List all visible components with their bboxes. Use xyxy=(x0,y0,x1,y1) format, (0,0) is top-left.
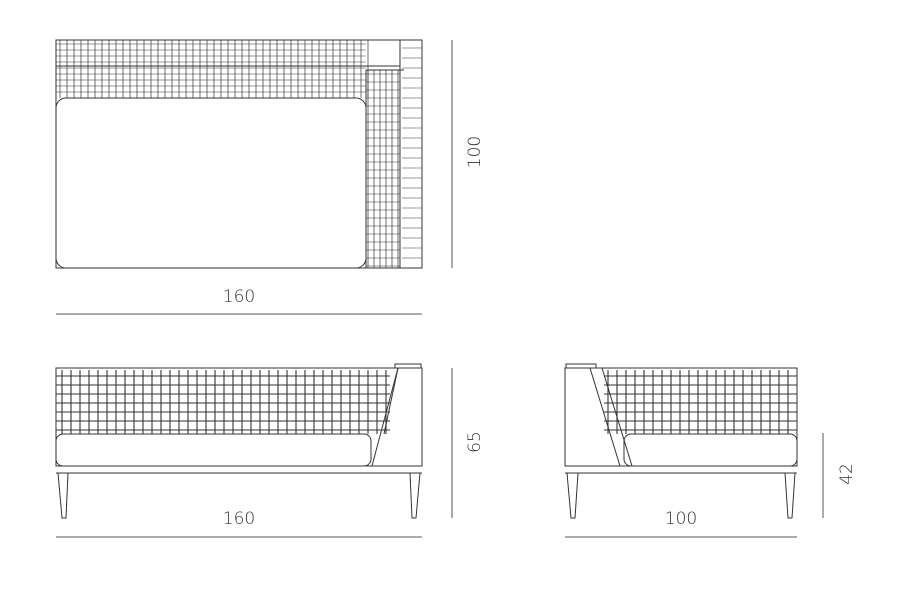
front-view xyxy=(55,363,423,519)
top-seat-cushion xyxy=(55,97,367,269)
front-leg-left xyxy=(57,472,69,519)
front-width-label: 160 xyxy=(223,509,255,529)
side-depth-label: 100 xyxy=(665,509,697,529)
dimension-labels: 160 100 160 65 100 42 xyxy=(223,136,857,529)
top-view xyxy=(55,39,423,269)
top-arm-weave xyxy=(366,47,422,268)
front-outline xyxy=(55,367,423,467)
front-weave xyxy=(56,370,390,434)
side-outline xyxy=(564,367,798,467)
top-depth-label: 100 xyxy=(465,136,485,168)
side-leg-left xyxy=(566,472,579,519)
side-seat-cushion xyxy=(623,433,798,467)
front-leg-right xyxy=(409,472,421,519)
side-view xyxy=(564,363,798,519)
front-height-label: 65 xyxy=(465,431,485,453)
side-leg-right xyxy=(784,472,796,519)
side-weave xyxy=(604,370,797,434)
front-seat-cushion xyxy=(55,433,372,467)
side-arm-cap xyxy=(565,363,597,369)
dimensions xyxy=(56,40,824,538)
side-seat-height-label: 42 xyxy=(837,463,857,485)
top-width-label: 160 xyxy=(223,287,255,307)
front-arm-panel xyxy=(371,367,423,467)
top-back-weave xyxy=(56,40,369,98)
front-arm-cap xyxy=(394,363,422,369)
side-back-frame xyxy=(589,367,633,467)
